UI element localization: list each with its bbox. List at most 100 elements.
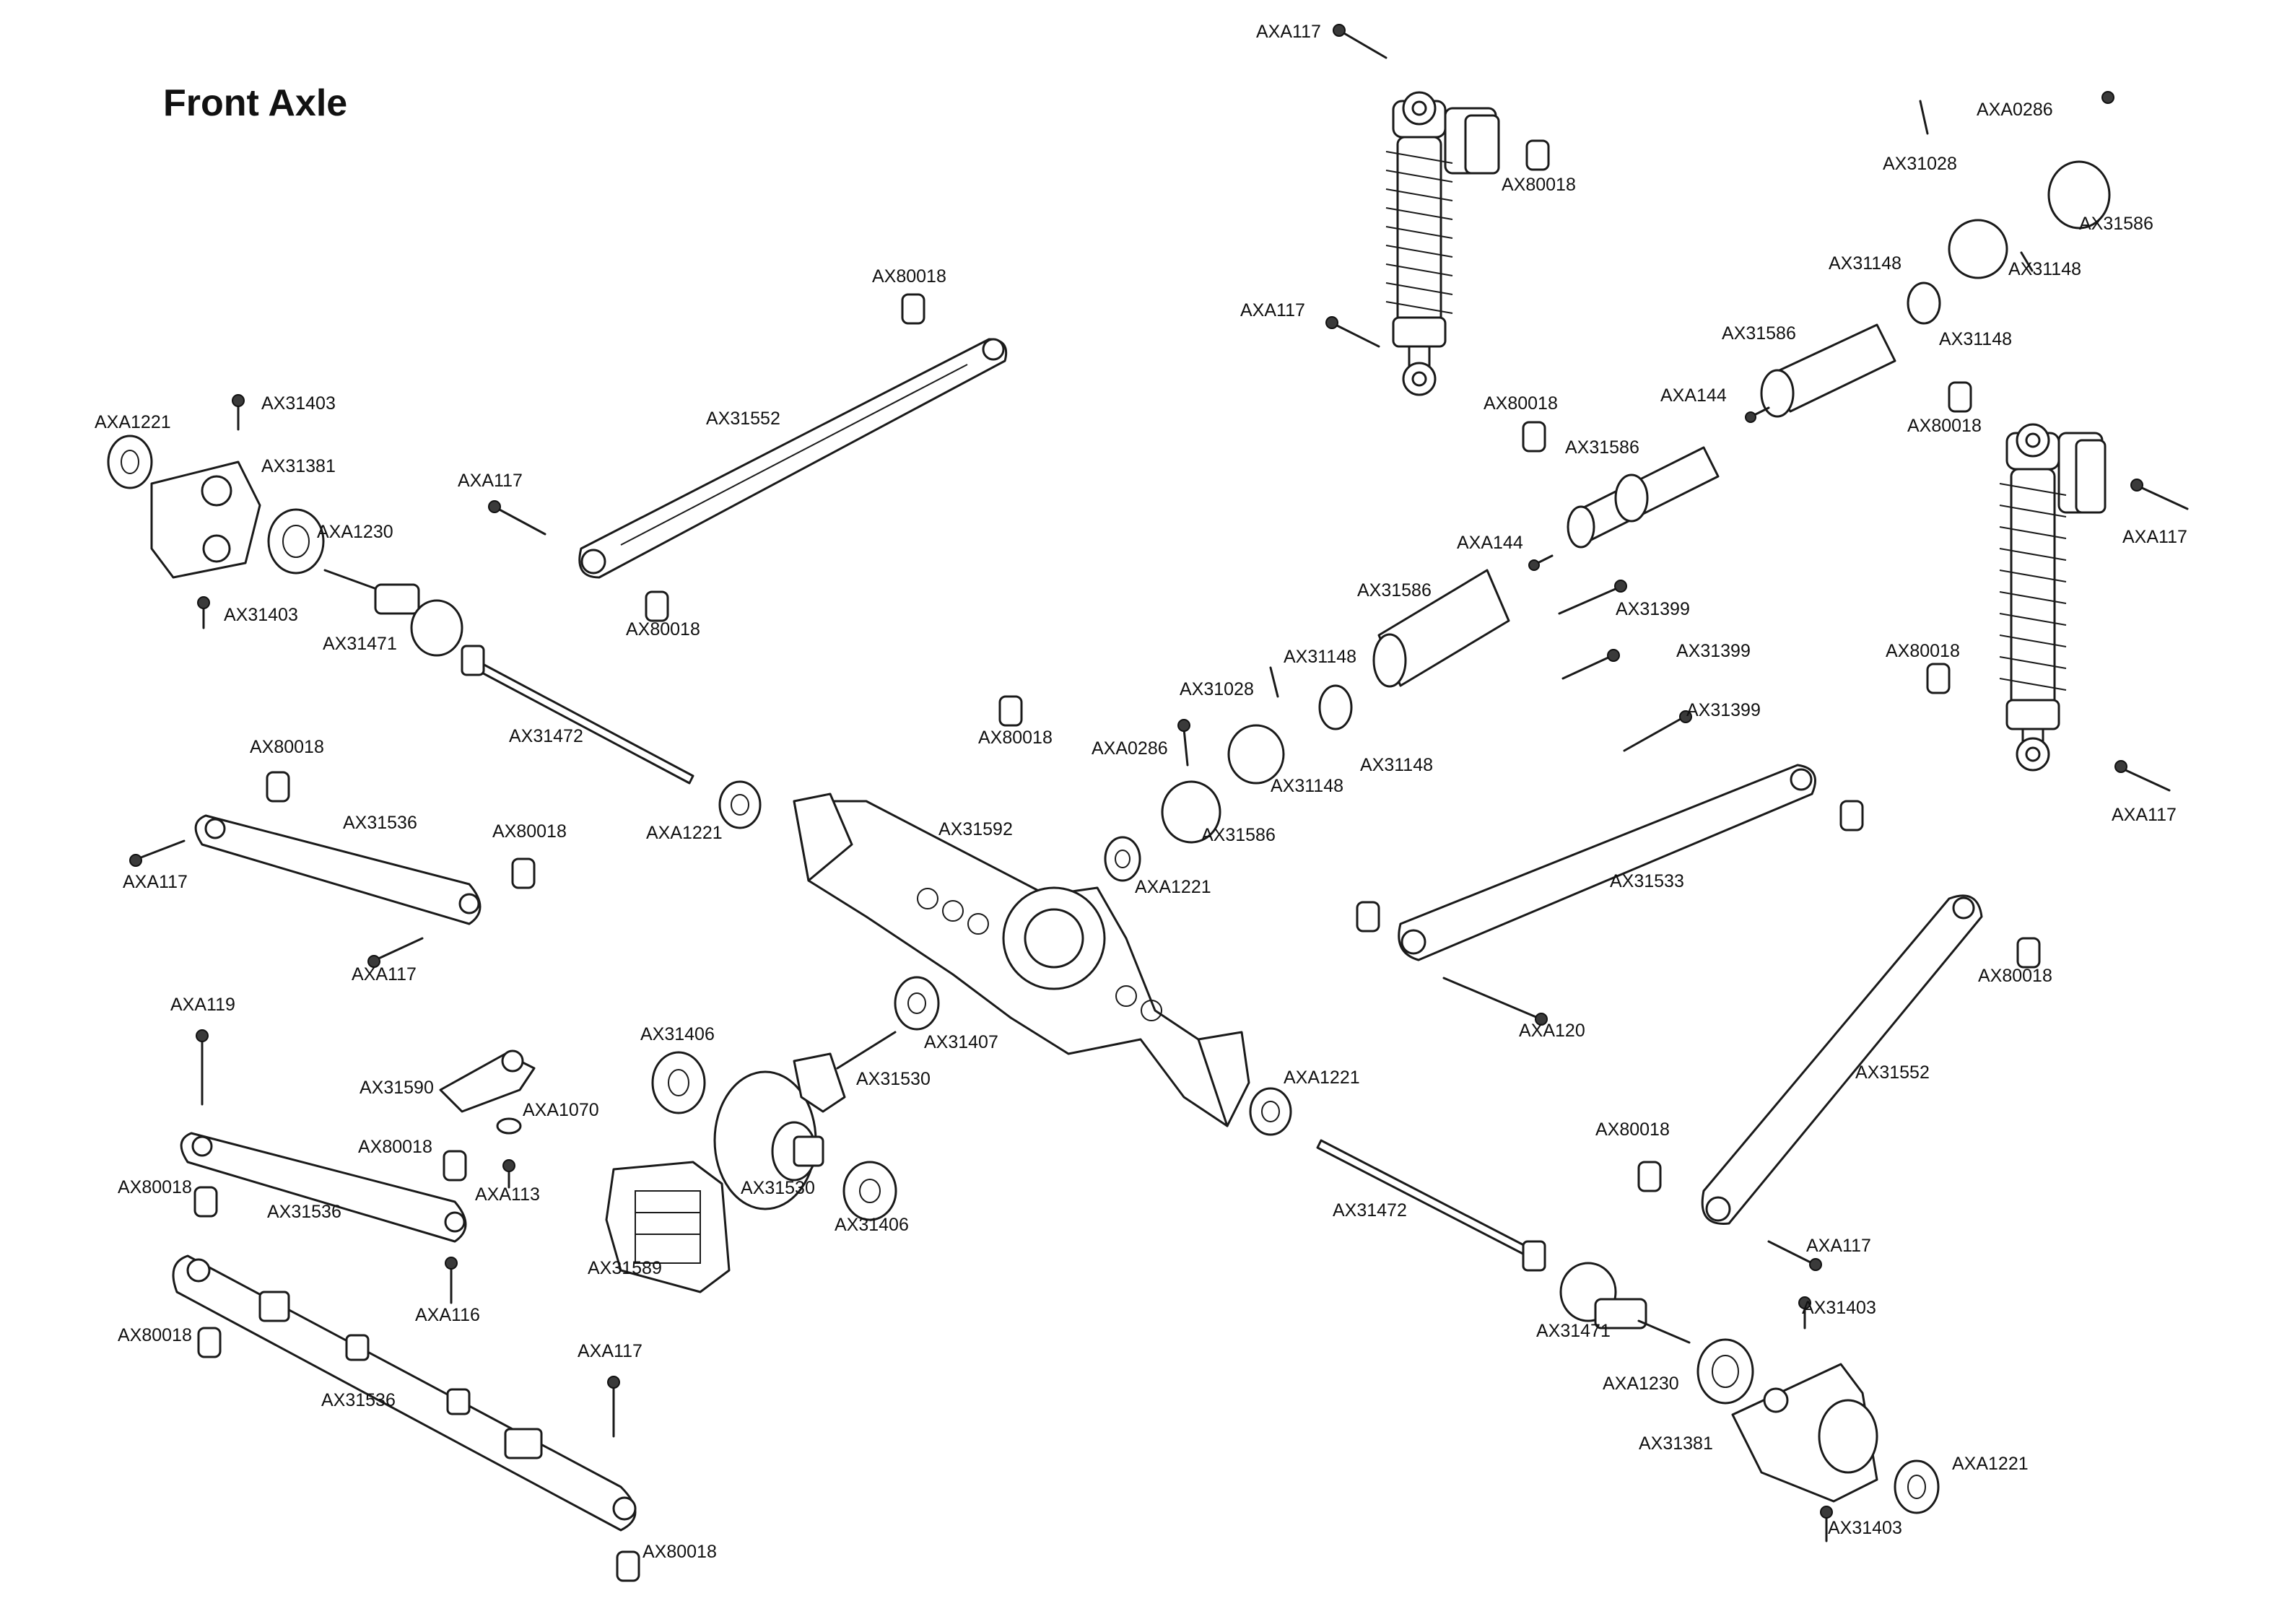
part-label: AX31403 (261, 393, 336, 414)
part-label: AX31399 (1676, 641, 1751, 661)
steering-arm (439, 1049, 536, 1113)
part-label: AX31586 (1357, 580, 1432, 601)
part-label: AX31472 (509, 726, 583, 746)
part-labels: AXA117 AX80018 AXA0286 AX31028 AX31586 A… (95, 22, 2187, 1562)
part-label: AXA0286 (1977, 100, 2053, 120)
part-label: AX31552 (1855, 1062, 1930, 1083)
part-label: AX80018 (1502, 175, 1576, 195)
part-label: AX31590 (360, 1078, 434, 1098)
part-label: AX31406 (835, 1215, 909, 1235)
part-label: AX31586 (1565, 437, 1639, 458)
part-label: AXA1230 (317, 522, 393, 542)
part-label: AX31028 (1883, 154, 1957, 174)
part-label: AXA117 (352, 964, 417, 985)
driveshaft-sleeve (1760, 323, 1896, 418)
part-label: AX31148 (1271, 776, 1343, 796)
outdrive-right (1559, 1262, 1691, 1344)
diff-cover (605, 1161, 731, 1293)
part-label: AX31592 (938, 819, 1013, 839)
part-label: AXA116 (415, 1305, 480, 1325)
part-label: AXA1221 (1952, 1454, 2029, 1474)
part-label: AX31148 (1284, 647, 1356, 667)
part-label: AX31552 (706, 409, 780, 429)
part-label: AX31381 (261, 456, 336, 476)
part-label: AXA117 (123, 872, 188, 892)
steering-link-lower-left (172, 1254, 637, 1532)
part-label: AXA1230 (1603, 1374, 1679, 1394)
part-label: AX31399 (1616, 599, 1690, 619)
part-label: AXA117 (1240, 300, 1305, 320)
part-label: AX31471 (323, 634, 397, 654)
part-label: AXA113 (475, 1184, 540, 1205)
part-label: AX80018 (642, 1542, 717, 1562)
part-label: AX31148 (1360, 755, 1433, 775)
part-label: AX31472 (1333, 1200, 1407, 1221)
part-label: AX31403 (1828, 1518, 1902, 1538)
bearings (107, 435, 1940, 1514)
lower-yoke-cup (1161, 724, 1285, 844)
part-label: AX31586 (1722, 323, 1796, 344)
cross-joint-pieces (1318, 281, 1941, 730)
part-label: AX80018 (358, 1137, 432, 1157)
part-label: AX31407 (924, 1032, 998, 1052)
part-label: AX31403 (224, 605, 298, 625)
part-label: AXA0286 (1092, 738, 1168, 759)
part-label: AX31148 (1939, 329, 2012, 349)
part-label: AXA117 (1806, 1236, 1871, 1256)
shock-absorber-right (1999, 423, 2107, 772)
part-label: AX80018 (118, 1177, 192, 1197)
axle-housing (793, 793, 1250, 1127)
part-label: AX80018 (118, 1325, 192, 1345)
part-label: AX31028 (1180, 679, 1254, 699)
part-label: AX31536 (343, 813, 417, 833)
part-label: AX31399 (1686, 700, 1761, 720)
part-label: AX80018 (1907, 416, 1982, 436)
part-label: AXA117 (578, 1341, 642, 1361)
part-label: AX80018 (1484, 393, 1558, 414)
part-label: AX80018 (872, 266, 946, 287)
part-label: AXA117 (458, 471, 523, 491)
part-label: AX31589 (588, 1258, 662, 1278)
axle-shaft-left (461, 645, 694, 785)
axle-shaft-right (1316, 1139, 1546, 1272)
track-link-middle-left (180, 1132, 467, 1243)
part-label: AX31530 (856, 1069, 931, 1089)
bushings (193, 139, 2041, 1582)
part-label: AXA1221 (95, 412, 171, 432)
driveshaft-tube (1372, 569, 1510, 688)
diagram-title: Front Axle (163, 82, 347, 124)
part-label: AXA1221 (1135, 877, 1211, 897)
washer (496, 1117, 522, 1135)
parts-artwork (107, 24, 2189, 1582)
knuckle-lower-right (1731, 1363, 1878, 1503)
part-label: AX80018 (978, 728, 1053, 748)
pinion-gear (793, 1031, 897, 1113)
part-label: AXA1221 (646, 823, 723, 843)
part-label: AX31530 (741, 1178, 815, 1198)
track-link-upper-left (194, 814, 482, 925)
part-label: AX80018 (1595, 1119, 1670, 1140)
part-label: AX31406 (640, 1024, 715, 1044)
part-label: AXA117 (2122, 527, 2187, 547)
shock-absorber-upper (1385, 91, 1500, 396)
part-label: AX80018 (492, 821, 567, 842)
knuckle-upper-left (150, 460, 261, 579)
part-label: AX31148 (1829, 253, 1901, 274)
outdrive-left (323, 569, 463, 657)
part-label: AXA144 (1457, 533, 1523, 553)
splined-shaft (1567, 446, 1720, 549)
part-label: AX80018 (250, 737, 324, 757)
part-label: AXA144 (1660, 385, 1727, 406)
part-label: AXA117 (1256, 22, 1321, 42)
part-label: AX31471 (1536, 1321, 1611, 1341)
part-label: AX31586 (2079, 214, 2153, 234)
lower-link-right (1398, 764, 1816, 961)
screws (129, 24, 2189, 1542)
part-label: AX31536 (321, 1390, 396, 1410)
part-label: AXA120 (1519, 1021, 1585, 1041)
ring-gear (713, 1070, 824, 1210)
part-label: AX31586 (1201, 825, 1276, 845)
part-label: AXA1221 (1284, 1068, 1360, 1088)
part-label: AXA1070 (523, 1100, 599, 1120)
